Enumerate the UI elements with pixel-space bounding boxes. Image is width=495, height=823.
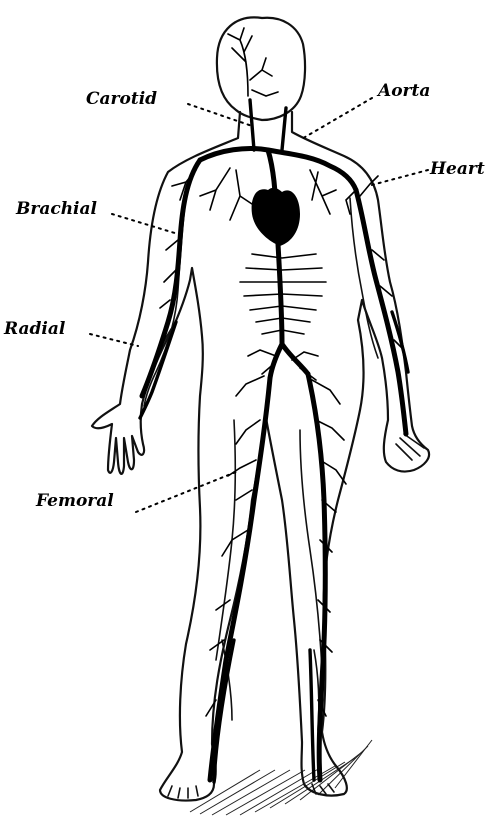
- aorta-leader: [300, 98, 372, 140]
- radial-leader: [90, 334, 138, 346]
- label-carotid: Carotid: [86, 89, 157, 109]
- label-femoral: Femoral: [35, 491, 114, 511]
- label-aorta: Aorta: [376, 81, 430, 101]
- arterial-network: [140, 28, 408, 782]
- femoral-leader: [136, 472, 236, 512]
- label-brachial: Brachial: [15, 199, 98, 219]
- label-radial: Radial: [3, 319, 66, 339]
- heart-shape: [252, 188, 300, 246]
- brachial-leader: [112, 214, 178, 234]
- label-heart: Heart: [429, 159, 485, 179]
